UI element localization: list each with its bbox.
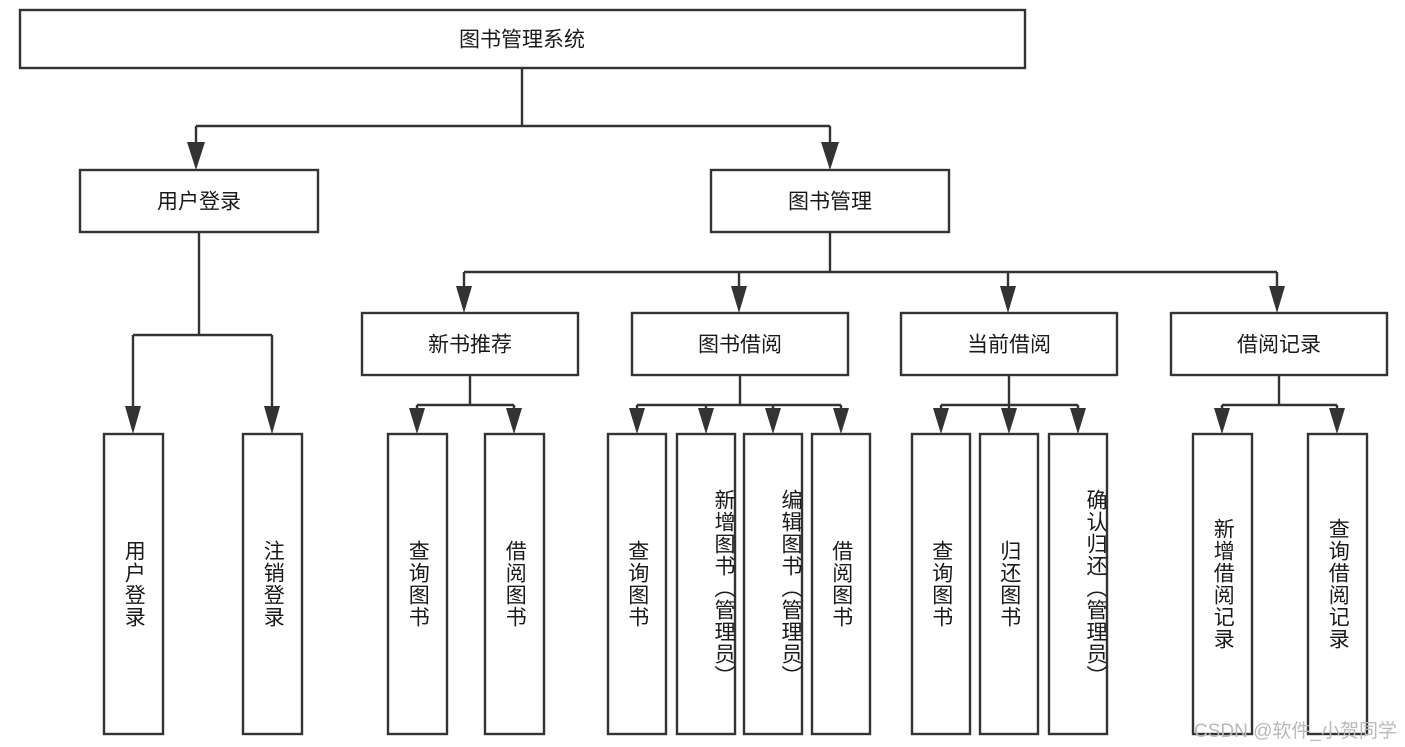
node-leaf-return-book-box[interactable] [978,432,1040,736]
arrow-to-borrow-record-icon [1269,286,1285,313]
arrow-leaf-query-book-1-icon [409,408,425,434]
node-leaf-query-book-3-box[interactable] [910,432,972,736]
node-leaf-confirm-return-box[interactable] [1047,432,1109,736]
node-user-login[interactable]: 用户登录 [78,168,320,234]
node-borrow-record[interactable]: 借阅记录 [1169,311,1389,377]
arrow-leaf-return-book-icon [1001,408,1017,434]
node-leaf-borrow-book-2-box[interactable] [810,432,872,736]
node-current-borrow-box[interactable] [899,311,1119,377]
node-leaf-query-record-box[interactable] [1306,432,1369,736]
node-root-label: 图书管理系统 [459,29,585,52]
node-current-borrow-label: 当前借阅 [967,334,1051,357]
node-leaf-add-record-box[interactable] [1191,432,1254,736]
arrow-leaf-logout-login-icon [264,406,280,434]
node-root[interactable]: 图书管理系统 [18,8,1027,70]
connector-layer [125,68,1345,434]
arrow-leaf-add-record-icon [1214,408,1230,434]
arrow-leaf-borrow-book-1-icon [506,408,522,434]
node-user-login-box[interactable] [78,168,320,234]
node-leaf-logout-login-box[interactable] [241,432,304,736]
arrow-leaf-query-record-icon [1329,408,1345,434]
arrow-leaf-user-login-icon [125,406,141,434]
arrow-to-user-login-icon [187,142,205,170]
node-leaf-query-book-2-box[interactable] [606,432,668,736]
node-book-manage[interactable]: 图书管理 [709,168,951,234]
arrow-leaf-edit-book-icon [765,408,781,434]
node-leaf-add-book-box[interactable] [675,432,737,736]
node-new-book-recommend[interactable]: 新书推荐 [360,311,580,377]
node-leaf-user-login-box[interactable] [102,432,165,736]
node-book-manage-box[interactable] [709,168,951,234]
node-new-book-recommend-label: 新书推荐 [428,334,512,357]
node-leaf-edit-book-box[interactable] [742,432,804,736]
node-book-borrow-box[interactable] [630,311,850,377]
arrow-to-book-borrow-icon [731,286,747,313]
node-book-borrow[interactable]: 图书借阅 [630,311,850,377]
node-book-manage-label: 图书管理 [788,191,872,214]
node-current-borrow[interactable]: 当前借阅 [899,311,1119,377]
node-borrow-record-box[interactable] [1169,311,1389,377]
arrow-leaf-add-book-icon [698,408,714,434]
node-leaf-borrow-book-1-box[interactable] [483,432,546,736]
arrow-leaf-borrow-book-2-icon [833,408,849,434]
arrow-leaf-query-book-3-icon [933,408,949,434]
arrow-to-current-borrow-icon [1000,286,1016,313]
node-root-box[interactable] [18,8,1027,70]
node-user-login-label: 用户登录 [157,191,241,214]
leaf-layer [102,432,1369,736]
arrow-to-new-book-recommend-icon [456,286,472,313]
arrow-to-book-manage-icon [821,142,839,170]
node-leaf-query-book-1-box[interactable] [386,432,449,736]
arrow-leaf-confirm-return-icon [1070,408,1086,434]
node-new-book-recommend-box[interactable] [360,311,580,377]
node-book-borrow-label: 图书借阅 [698,334,782,357]
node-borrow-record-label: 借阅记录 [1237,334,1321,357]
arrow-leaf-query-book-2-icon [629,408,645,434]
csdn-watermark: CSDN @软件_小贺同学 [1194,721,1397,742]
